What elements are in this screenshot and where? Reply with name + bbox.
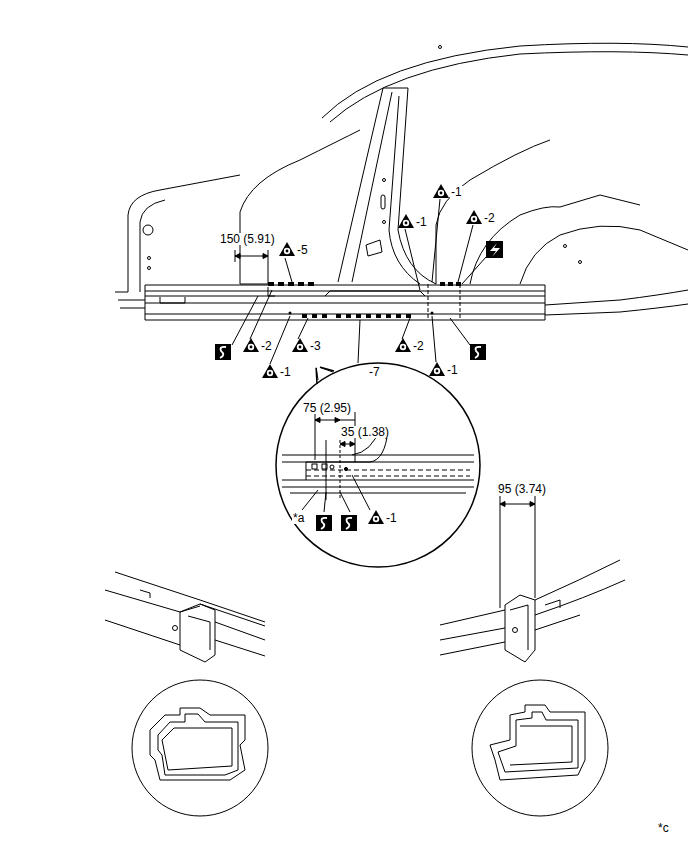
callout-label: -2 [483,212,496,224]
callout-label: *c [657,822,670,834]
callout-label: -1 [279,366,292,378]
callout-label: 35 (1.38) [340,426,390,438]
callout-label: 95 (3.74) [497,483,547,495]
callout-label: -3 [309,340,322,352]
callout-label: -2 [260,340,273,352]
callout-label: -1 [446,364,459,376]
callout-label: *a [292,512,305,524]
callout-label: -1 [385,512,398,524]
callout-label: -5 [296,244,309,256]
callout-label: -1 [450,186,463,198]
callout-label: -7 [368,366,381,378]
callout-label: -2 [412,340,425,352]
callout-label: 75 (2.95) [302,402,352,414]
callout-label: 150 (5.91) [219,233,276,245]
callout-label: -1 [415,216,428,228]
